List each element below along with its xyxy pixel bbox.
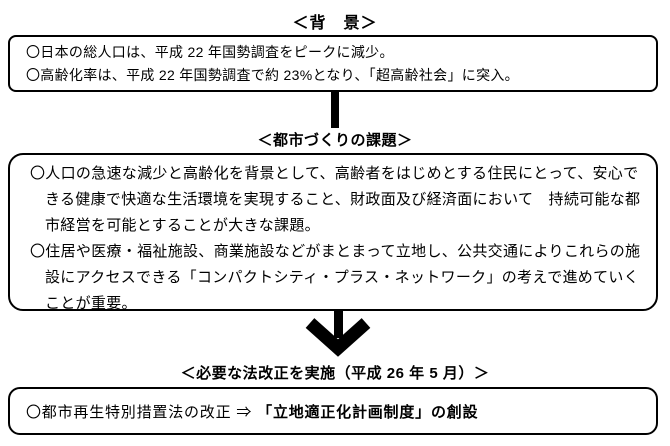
vertical-connector-bar-icon <box>331 91 339 128</box>
law-lead-text: 〇都市再生特別措置法の改正 ⇒ <box>26 403 258 421</box>
list-item: 〇住居や医療・福祉施設、商業施設などがまとまって立地し、公共交通によりこれらの施… <box>30 243 641 312</box>
issues-box: 〇人口の急速な減少と高齢化を背景として、高齢者をはじめとする住民にとって、安心で… <box>8 153 658 312</box>
list-item: 〇都市再生特別措置法の改正 ⇒ 「立地適正化計画制度」の創設 <box>26 401 478 422</box>
list-item: 〇人口の急速な減少と高齢化を背景として、高齢者をはじめとする住民にとって、安心で… <box>30 165 641 234</box>
background-box: 〇日本の総人口は、平成 22 年国勢調査をピークに減少。 〇高齢化率は、平成 2… <box>8 35 658 92</box>
law-box: 〇都市再生特別措置法の改正 ⇒ 「立地適正化計画制度」の創設 <box>8 387 658 435</box>
list-item: 〇日本の総人口は、平成 22 年国勢調査をピークに減少。 <box>26 44 394 60</box>
background-section-title: ＜背 景＞ <box>292 15 378 32</box>
down-arrow-icon <box>298 310 378 358</box>
issues-section-title: ＜都市づくりの課題＞ <box>257 132 413 149</box>
law-highlight-text: 「立地適正化計画制度」の創設 <box>257 403 479 421</box>
list-item: 〇高齢化率は、平成 22 年国勢調査で約 23%となり、「超高齢社会」に突入。 <box>26 67 519 83</box>
law-section-title: ＜必要な法改正を実施（平成 26 年 5 月）＞ <box>180 365 490 382</box>
